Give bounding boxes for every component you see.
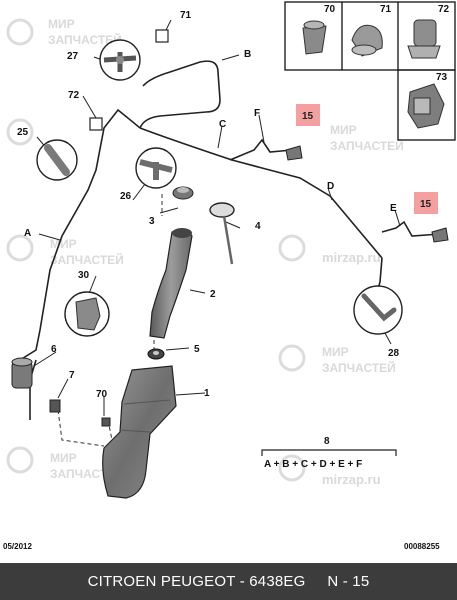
watermark-line1: МИР [50, 237, 77, 251]
callout-26: 26 [120, 191, 132, 202]
callout-1: 1 [204, 388, 210, 399]
part-2-filler-neck [149, 228, 193, 339]
watermark-line2: ЗАПЧАСТЕЙ [50, 252, 124, 267]
part-4-gauge [209, 202, 235, 265]
watermark-line2: ЗАПЧАСТЕЙ [322, 360, 396, 375]
part-15-connectors [285, 145, 449, 243]
callout-letter-c: C [219, 119, 226, 130]
part-7-clip [49, 399, 61, 413]
callout-2: 2 [210, 289, 216, 300]
highlight-15-b: 15 [414, 192, 438, 214]
callout-3: 3 [149, 216, 155, 227]
watermark-line2: ЗАПЧАСТЕЙ [48, 32, 122, 47]
callout-7: 7 [69, 370, 75, 381]
watermark-domain: mirzap.ru [322, 250, 381, 265]
part-26-detail [135, 147, 177, 189]
part-70-clip [101, 417, 111, 427]
callout-70: 70 [324, 4, 336, 15]
callout-15-a: 15 [302, 111, 314, 122]
callout-71: 71 [380, 4, 392, 15]
part-6-pump [11, 357, 33, 389]
callout-72: 72 [438, 4, 450, 15]
inset-clip-72 [407, 19, 441, 59]
callout-15-b: 15 [420, 199, 432, 210]
callout-letter-f: F [254, 108, 260, 119]
watermark-line1: МИР [50, 451, 77, 465]
callout-71-main: 71 [180, 10, 192, 21]
callout-28: 28 [388, 348, 400, 359]
inset-clip-73 [407, 83, 445, 129]
watermark-line1: МИР [48, 17, 75, 31]
part-5-grommet [147, 348, 165, 360]
part-28-detail [353, 285, 403, 335]
bottom-title: CITROEN PEUGEOT - 6438EG N - 15 [87, 573, 370, 590]
watermark-domain: mirzap.ru [322, 472, 381, 487]
callout-letter-b: B [244, 49, 251, 60]
part-25-detail [36, 139, 78, 181]
watermark-logo-4: МИР ЗАПЧАСТЕЙ [278, 344, 396, 375]
callout-letter-e: E [390, 203, 397, 214]
part-1-reservoir [102, 365, 177, 499]
callout-5: 5 [194, 344, 200, 355]
part-30-detail [64, 291, 110, 337]
footer-date: 05/2012 [3, 542, 32, 551]
watermark-line1: МИР [330, 123, 357, 137]
watermark-group: МИР ЗАПЧАСТЕЙ МИР ЗАПЧАСТЕЙ МИР ЗАПЧАСТЕ… [6, 17, 404, 487]
highlight-15-a: 15 [296, 104, 320, 126]
formula-text: A + B + C + D + E + F [264, 459, 362, 470]
footer-ref: 00088255 [404, 542, 440, 551]
inset-clip-71 [351, 24, 383, 57]
part-27-detail [99, 39, 141, 81]
callout-25: 25 [17, 127, 29, 138]
callout-6: 6 [51, 344, 57, 355]
watermark-logo-3: МИР ЗАПЧАСТЕЙ mirzap.ru [6, 234, 381, 267]
bottom-title-bar: CITROEN PEUGEOT - 6438EG N - 15 [0, 563, 457, 600]
callout-30: 30 [78, 270, 90, 281]
hose-lines [19, 60, 441, 420]
watermark-line1: МИР [322, 345, 349, 359]
part-3-cap [172, 186, 194, 200]
inset-parts-grid [284, 1, 456, 141]
callout-70-main: 70 [96, 389, 108, 400]
callout-letter-d: D [327, 181, 334, 192]
callout-8: 8 [324, 436, 330, 447]
callout-4: 4 [255, 221, 261, 232]
callout-72-main: 72 [68, 90, 80, 101]
callout-letter-a: A [24, 228, 31, 239]
watermark-logo-2: МИР ЗАПЧАСТЕЙ [6, 118, 404, 153]
callout-73: 73 [436, 72, 448, 83]
assembly-formula: 8 A + B + C + D + E + F [261, 436, 397, 470]
part-72-box [89, 117, 103, 131]
part-71-box [155, 29, 169, 43]
watermark-line2: ЗАПЧАСТЕЙ [330, 138, 404, 153]
watermark-logo-1: МИР ЗАПЧАСТЕЙ [6, 17, 122, 47]
inset-clip-70 [302, 20, 327, 55]
callout-27: 27 [67, 51, 79, 62]
